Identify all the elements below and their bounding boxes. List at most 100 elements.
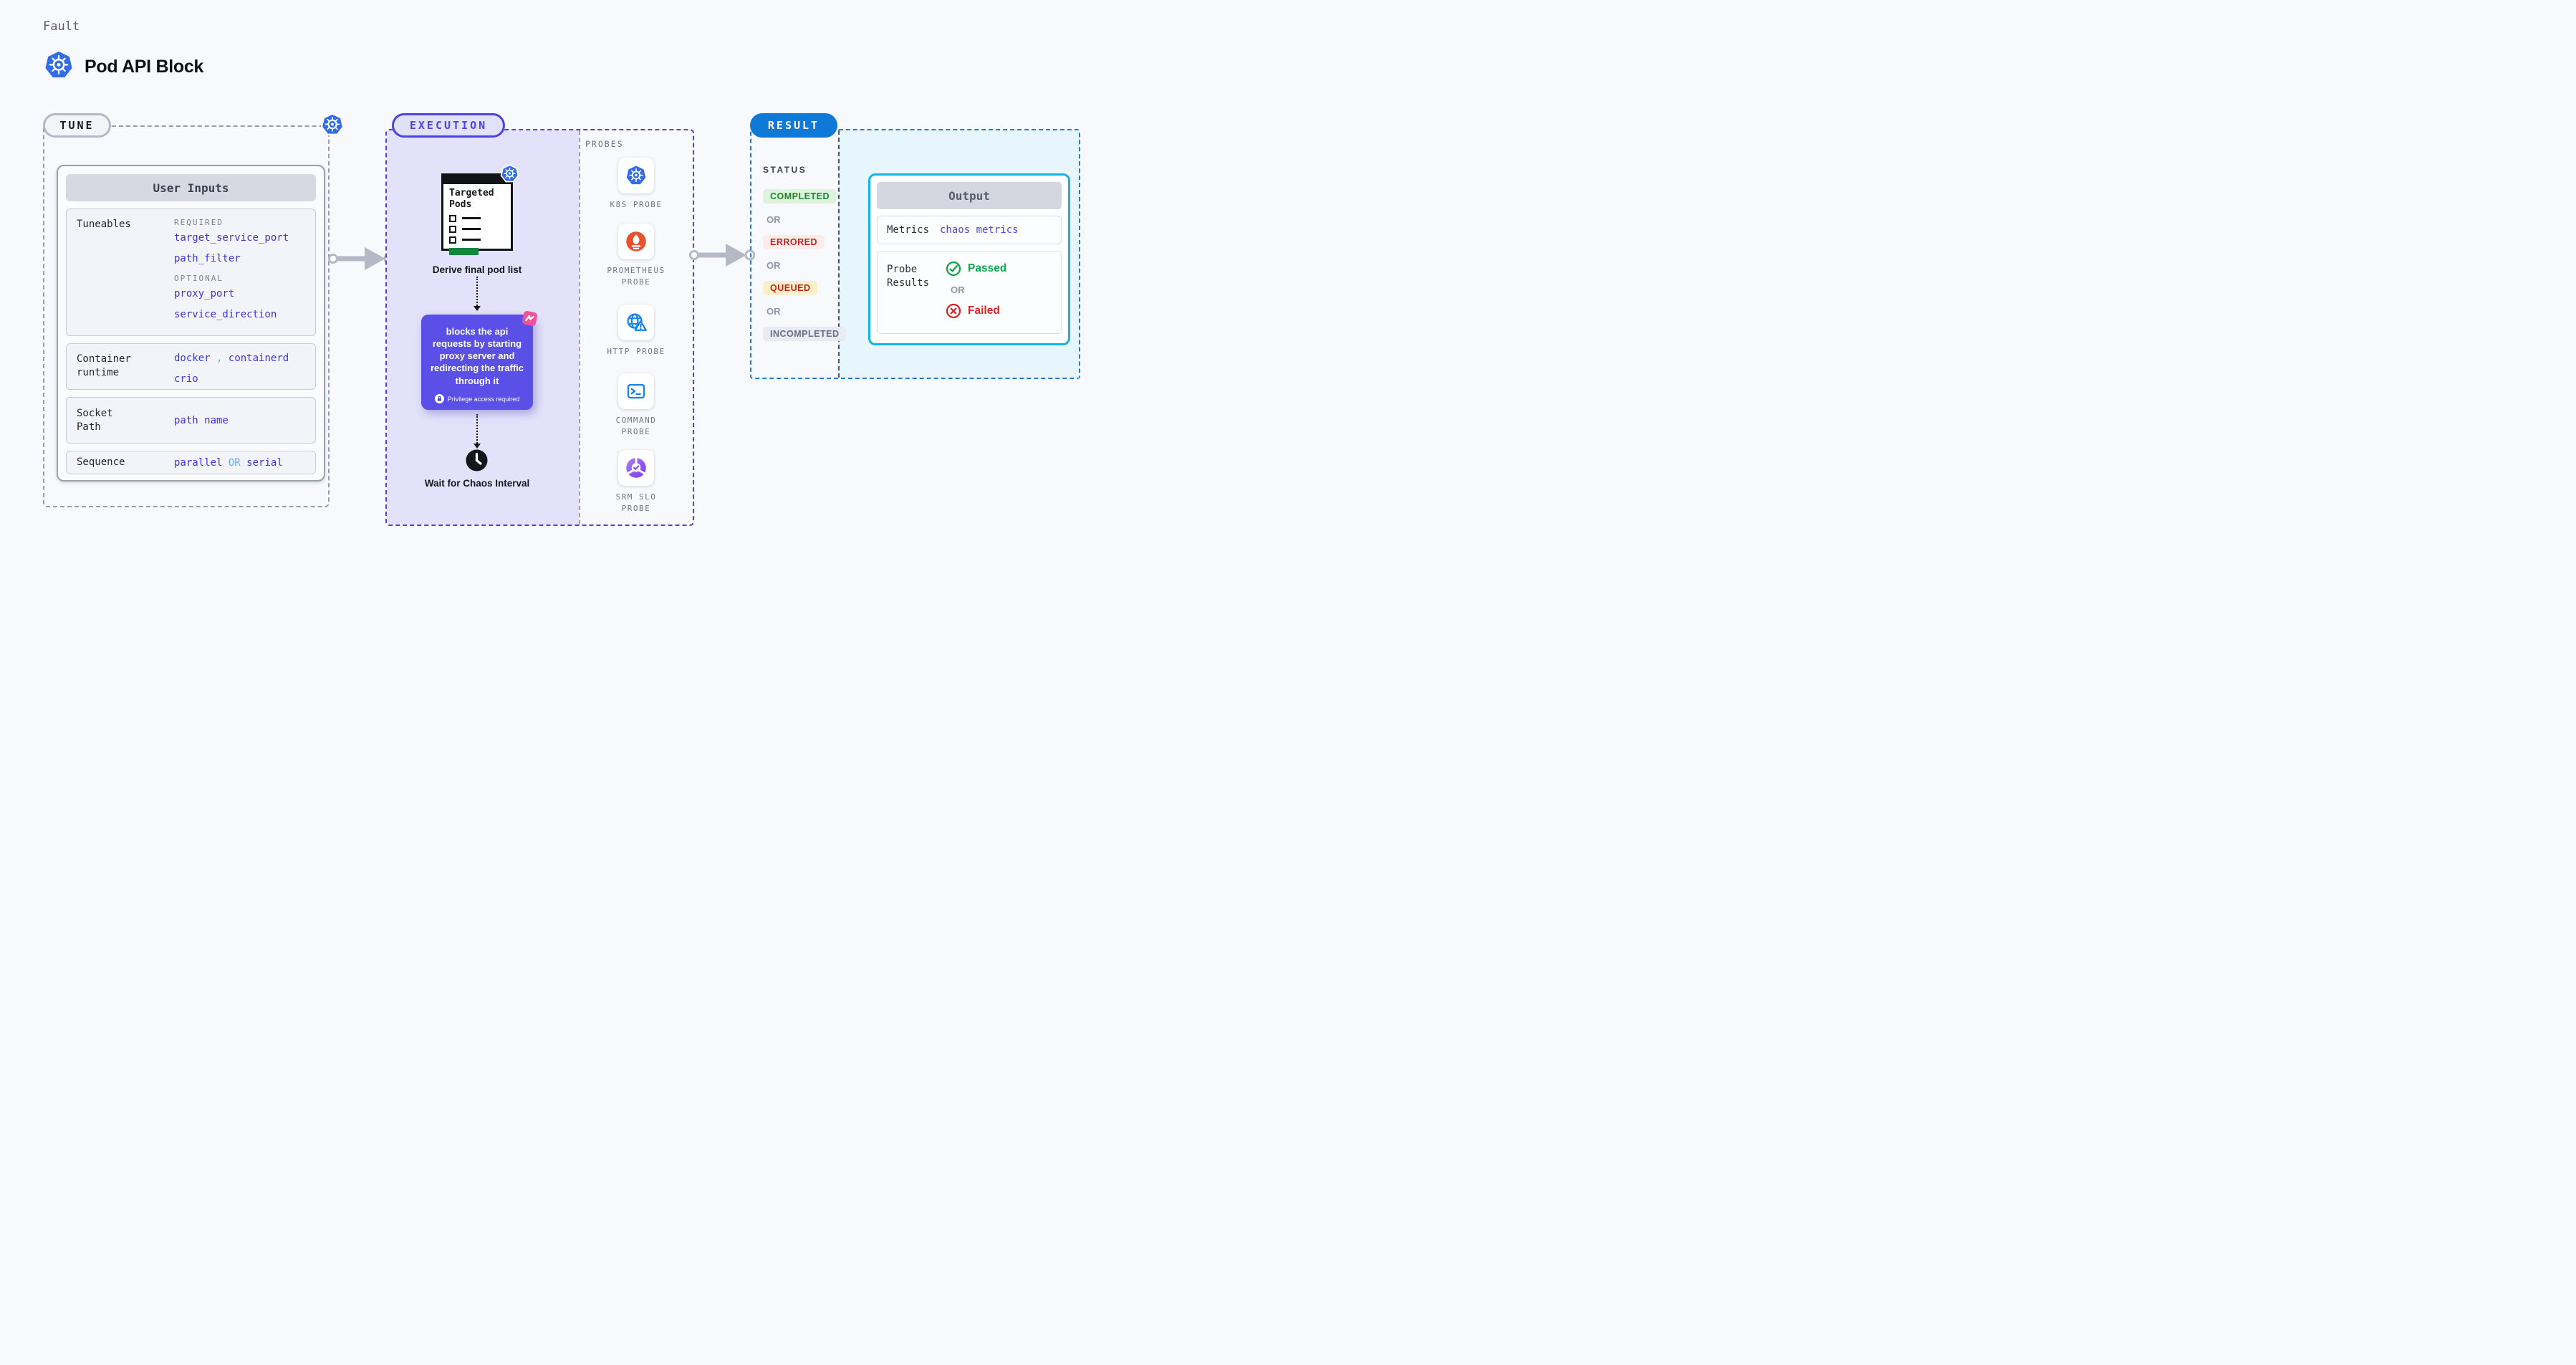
probe-card — [618, 305, 654, 340]
probe-label: COMMAND PROBE — [615, 416, 657, 436]
probe-label: K8S PROBE — [610, 200, 663, 209]
flow-connector — [476, 414, 478, 444]
probe-label: SRM SLO PROBE — [615, 492, 657, 513]
lock-icon — [435, 394, 444, 403]
wait-chaos-interval-caption: Wait for Chaos Interval — [424, 478, 530, 489]
clock-icon — [465, 449, 489, 472]
derive-pod-list-caption: Derive final pod list — [432, 264, 522, 275]
terminal-icon — [625, 380, 647, 402]
status-badge-incompleted: INCOMPLETED — [763, 327, 847, 341]
progress-bar — [449, 247, 479, 255]
tuneable-path-filter: path_filter — [174, 253, 241, 264]
probe-srm-slo: SRM SLO PROBE — [599, 450, 673, 514]
tune-section: User Inputs Tuneables REQUIRED target_se… — [43, 125, 330, 507]
probe-card — [618, 224, 654, 259]
probe-results-label: Probe Results — [887, 264, 930, 289]
execution-section: Targeted Pods Derive final pod list bloc… — [385, 129, 694, 526]
checkbox-icon — [449, 225, 456, 233]
optional-label: OPTIONAL — [174, 274, 224, 283]
prometheus-icon — [625, 231, 647, 252]
targeted-pods-title: Targeted Pods — [449, 188, 494, 211]
metrics-row: Metrics chaos metrics — [877, 216, 1062, 244]
required-label: REQUIRED — [174, 218, 224, 227]
fault-description-callout: blocks the api requests by starting prox… — [421, 315, 533, 410]
fault-description-text: blocks the api requests by starting prox… — [430, 326, 524, 386]
metrics-value: chaos metrics — [940, 224, 1019, 236]
fault-kicker: Fault — [43, 19, 80, 34]
probe-command: COMMAND PROBE — [599, 373, 673, 438]
x-circle-icon — [946, 303, 961, 319]
result-section: STATUS COMPLETED OR ERRORED OR QUEUED OR… — [750, 129, 1080, 379]
status-badge-queued: QUEUED — [763, 281, 818, 295]
socket-path-label: Socket Path — [77, 407, 113, 433]
container-runtime-row: Container runtime docker , containerd cr… — [66, 343, 316, 390]
kubernetes-icon — [44, 50, 74, 80]
status-column: STATUS COMPLETED OR ERRORED OR QUEUED OR… — [763, 165, 847, 341]
probe-http: HTTP PROBE — [599, 305, 673, 358]
tuneables-label: Tuneables — [77, 219, 131, 230]
tuneable-service-direction: service_direction — [174, 309, 277, 320]
status-badge-errored: ERRORED — [763, 235, 825, 249]
container-runtime-crio: crio — [174, 373, 198, 385]
list-line — [462, 217, 481, 219]
or-label: OR — [766, 214, 781, 225]
socket-path-value: path name — [174, 414, 229, 426]
failed-label: Failed — [968, 305, 1000, 317]
or-label: OR — [951, 284, 965, 295]
output-box: Output Metrics chaos metrics Probe Resul… — [868, 173, 1070, 345]
targeted-pods-titlebar — [443, 175, 511, 184]
pod-list-item — [449, 225, 505, 233]
sequence-label: Sequence — [77, 456, 125, 469]
pod-api-block-diagram: Fault Pod API Block User Inputs Tuneable… — [0, 0, 1101, 583]
output-title: Output — [877, 182, 1062, 209]
probe-label: PROMETHEUS PROBE — [607, 266, 665, 287]
passed-label: Passed — [968, 262, 1007, 274]
probe-card — [618, 373, 654, 409]
arrow-down-icon — [474, 444, 481, 449]
checkbox-icon — [449, 214, 456, 222]
list-line — [462, 239, 481, 241]
probe-label: HTTP PROBE — [607, 347, 665, 356]
slo-gauge-icon — [625, 457, 647, 479]
probe-card — [618, 450, 654, 486]
passed-result: Passed — [946, 261, 1006, 277]
tune-to-execution-arrow — [326, 245, 394, 274]
execution-to-result-arrow — [687, 241, 755, 270]
probe-k8s: K8S PROBE — [599, 158, 673, 211]
privilege-note: Privilege access required — [421, 394, 533, 403]
chaos-experiment-icon — [521, 310, 539, 327]
list-line — [462, 228, 481, 230]
container-runtime-label: Container runtime — [77, 353, 131, 378]
pod-list-item — [449, 236, 505, 244]
user-inputs-panel: User Inputs Tuneables REQUIRED target_se… — [57, 165, 325, 482]
globe-warning-icon — [625, 312, 647, 333]
status-heading: STATUS — [763, 165, 807, 175]
checkbox-icon — [449, 236, 456, 244]
kubernetes-icon — [320, 112, 345, 137]
or-label: OR — [766, 306, 781, 317]
socket-path-row: Socket Path path name — [66, 397, 316, 444]
metrics-label: Metrics — [887, 224, 930, 236]
check-circle-icon — [946, 261, 961, 277]
probe-card — [618, 158, 654, 193]
page-title: Pod API Block — [85, 57, 204, 77]
arrow-down-icon — [474, 306, 481, 311]
user-inputs-title: User Inputs — [66, 174, 316, 201]
tuneable-proxy-port: proxy_port — [174, 288, 235, 300]
probes-divider — [579, 130, 580, 525]
sequence-row: Sequence parallel OR serial — [66, 451, 316, 474]
execution-pill: EXECUTION — [392, 113, 505, 138]
privilege-note-text: Privilege access required — [447, 395, 520, 403]
probes-heading: PROBES — [585, 139, 624, 149]
sequence-value: parallel OR serial — [174, 456, 283, 469]
pod-list-item — [449, 214, 505, 222]
status-badge-completed: COMPLETED — [763, 189, 837, 203]
tune-pill: TUNE — [43, 113, 111, 138]
failed-result: Failed — [946, 303, 1006, 319]
result-pill: RESULT — [750, 113, 837, 138]
tuneable-target-service-port: target_service_port — [174, 232, 289, 244]
probe-results-row: Probe Results Passed OR Failed — [877, 251, 1062, 334]
or-label: OR — [766, 260, 781, 271]
kubernetes-icon — [625, 165, 647, 186]
tuneables-row: Tuneables REQUIRED target_service_port p… — [66, 209, 316, 336]
